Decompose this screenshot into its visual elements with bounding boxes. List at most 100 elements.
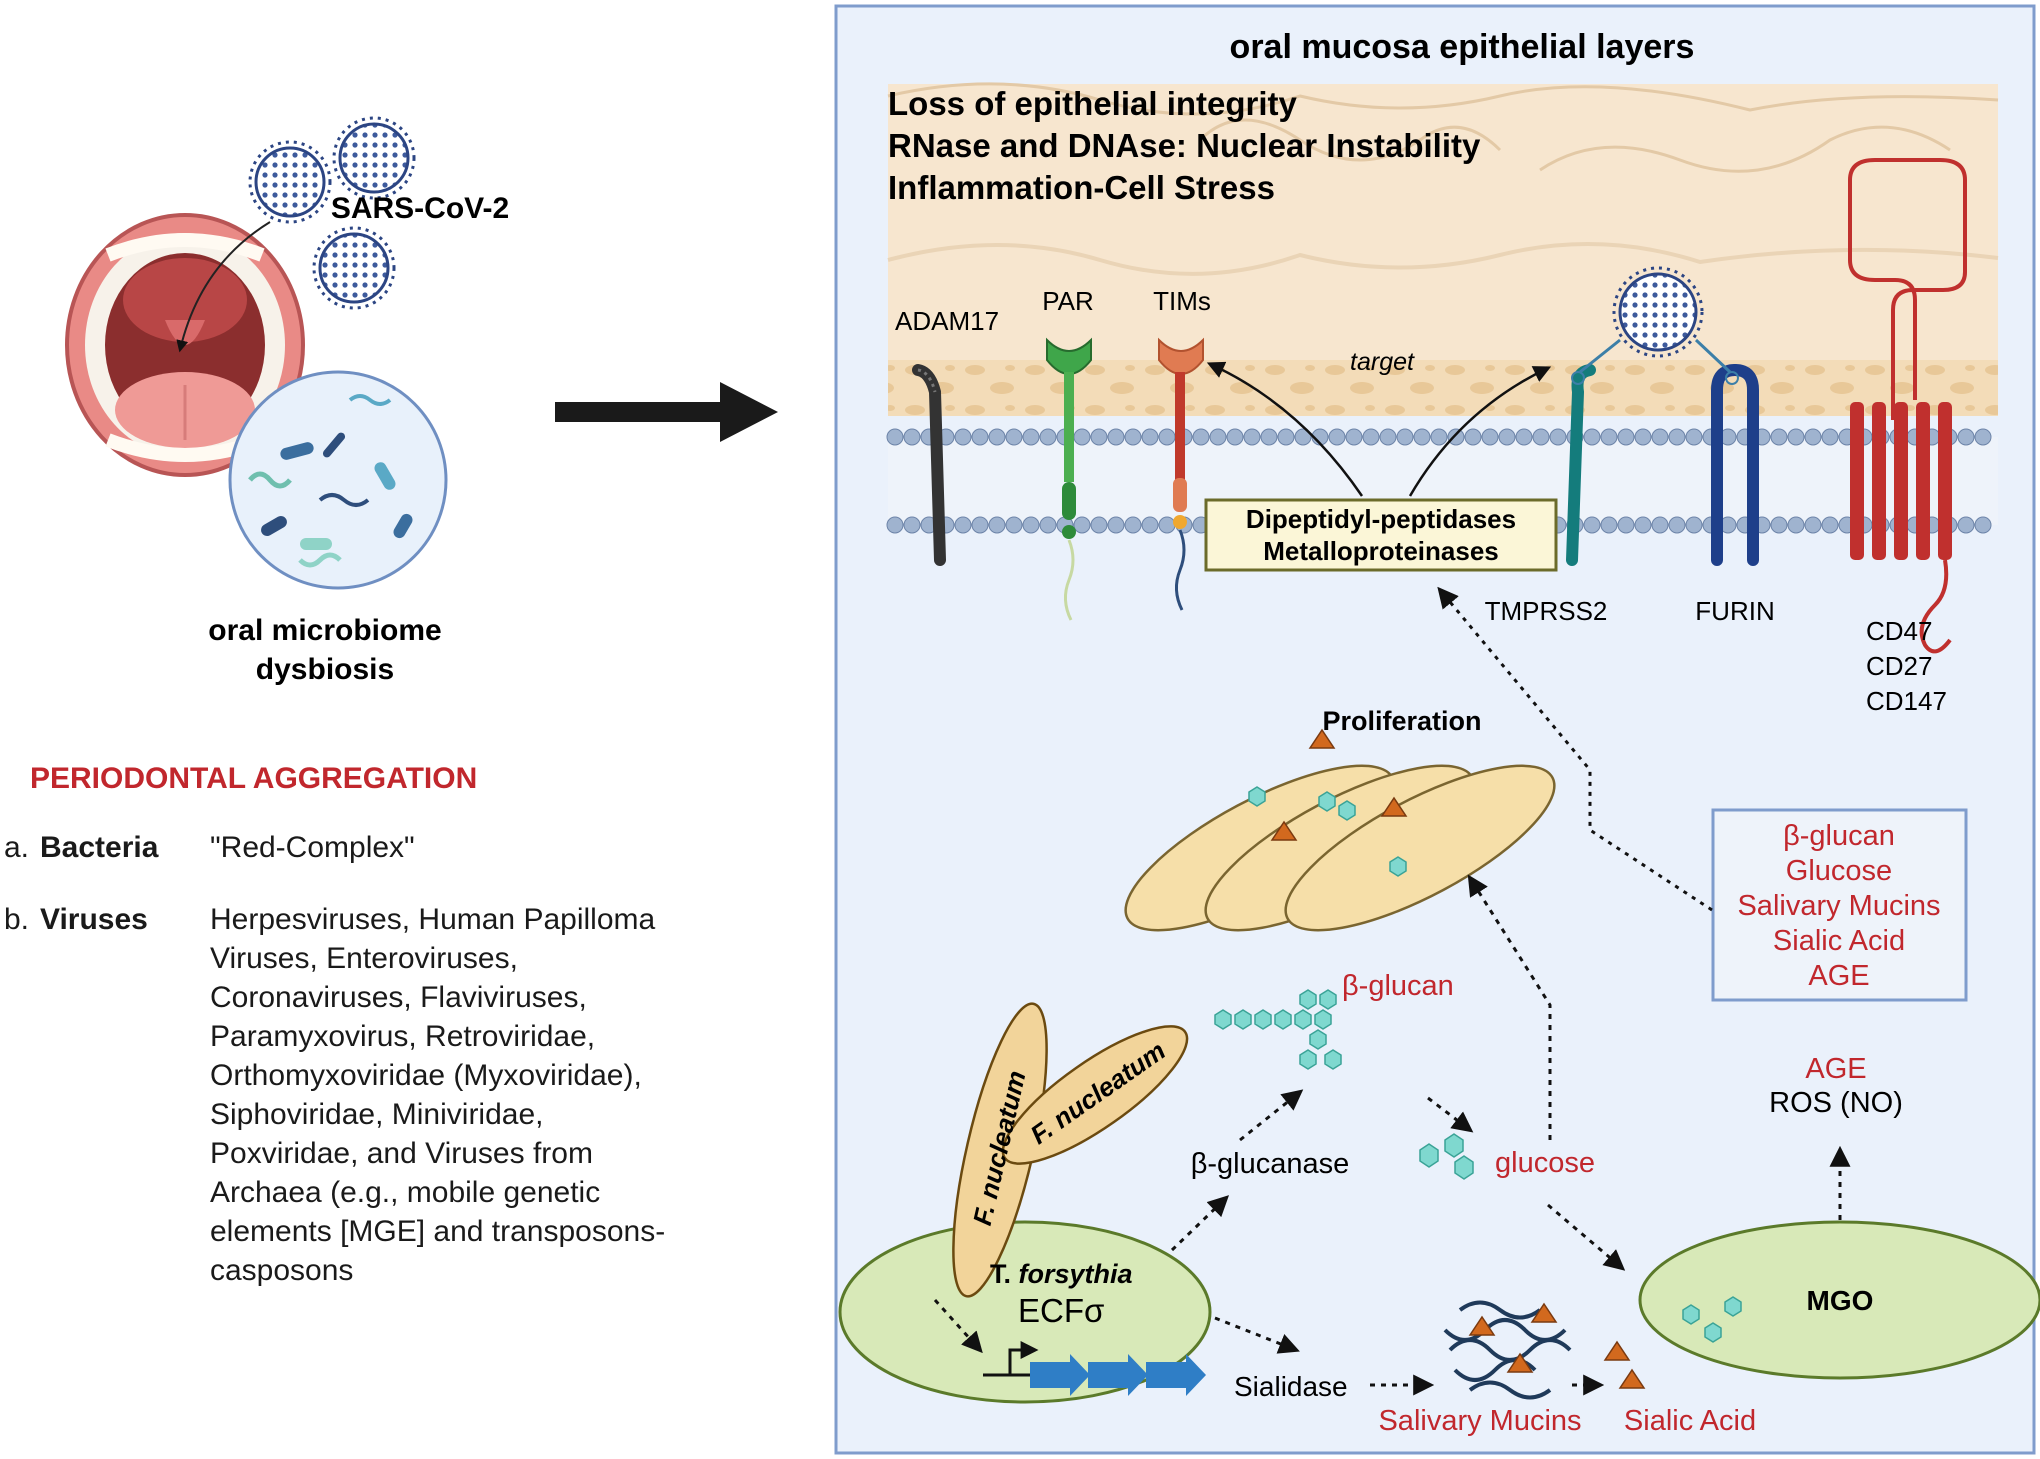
receptor-tmprss2 [1566,364,1596,566]
lipid-head [1668,428,1686,446]
tforsythia-cell [838,1220,1212,1404]
lipid-head [1022,428,1040,446]
label-sialidase: Sialidase [1234,1371,1348,1402]
lipid-head [1090,516,1108,534]
receptor-cd47-cd27-cd147 [1848,158,1967,654]
label-adam17: ADAM17 [895,306,999,336]
proliferating-cells [1124,728,1556,932]
lipid-head [1617,428,1635,446]
lipid-head [988,516,1006,534]
label-age: AGE [1805,1053,1866,1085]
desc-line: casposons [210,1254,354,1287]
lipid-head [1770,516,1788,534]
lipid-head [1039,516,1057,534]
mouth-illustration [65,213,305,477]
label-cd47: CD47 [1866,616,1932,646]
label-tmprss2: TMPRSS2 [1485,596,1608,626]
lipid-head [971,428,989,446]
item-name: Viruses [40,903,148,936]
lipid-head [1294,428,1312,446]
lipid-head [1022,516,1040,534]
glucose-molecules [1419,1133,1474,1180]
lipid-head [1124,516,1142,534]
lipid-head [1413,428,1431,446]
lipid-head [1583,428,1601,446]
lipid-head [1107,428,1125,446]
lipid-head [1634,516,1652,534]
label-beta-glucan: β-glucan [1342,970,1454,1002]
substrate-line-1: β-glucan [1783,820,1895,852]
lipid-head [1787,428,1805,446]
lipid-head [1804,428,1822,446]
beta-glucan-chain [1214,989,1342,1070]
lipid-head [1073,428,1091,446]
lipid-head [1787,516,1805,534]
lipid-head [1107,516,1125,534]
mgo-cell [1638,1220,2040,1380]
label-tforsythia: T. forsythia [990,1259,1133,1289]
virus-entry-arrow [176,221,271,353]
enzyme-line-1: Dipeptidyl-peptidases [1246,504,1516,534]
desc-line: Archaea (e.g., mobile genetic [210,1176,601,1209]
target-arrow-right [1408,366,1552,497]
lipid-head [1821,516,1839,534]
substrate-line-5: AGE [1808,960,1869,992]
label-ros: ROS (NO) [1769,1087,1903,1119]
label-cd147: CD147 [1866,686,1947,716]
receptor-adam17 [912,364,946,566]
microbiome-label-line1: oral microbiome [208,614,441,647]
lipid-head [1192,428,1210,446]
virus-particle-2 [332,116,416,200]
desc-line: Coronaviruses, Flaviviruses, [210,981,587,1014]
item-letter: a. [4,831,30,864]
fnucleatum-rod-2 [1001,1025,1189,1165]
tissue-cell-outlines [887,82,1999,173]
label-furin: FURIN [1695,596,1774,626]
virus-particles [248,116,416,310]
label-ecf: ECFσ [1018,1292,1104,1329]
lipid-head [1362,428,1380,446]
microbiome-circle [228,370,448,590]
lipid-head [1549,428,1567,446]
label-mgo: MGO [1807,1285,1874,1316]
label-tforsythia-genus: T. [990,1259,1019,1289]
substrate-line-2: Glucose [1786,855,1892,887]
lipid-head [886,428,904,446]
receptor-par [1046,337,1092,621]
lipid-head [1804,516,1822,534]
virus-particle-1 [248,140,332,224]
lipid-head [1600,516,1618,534]
effect-line-2: RNase and DNAse: Nuclear Instability [888,127,1481,164]
item-name: Bacteria [40,831,159,864]
lipid-head [1634,428,1652,446]
desc-line: Viruses, Enteroviruses, [210,942,518,975]
tissue-wave [887,242,1999,276]
lipid-head [1583,516,1601,534]
desc-line: Siphoviridae, Miniviridae, [210,1098,544,1131]
label-tforsythia-species: forsythia [1019,1259,1133,1289]
lipid-head [1532,428,1550,446]
desc-line: Poxviridae, and Viruses from [210,1137,593,1170]
big-right-arrow [555,382,778,442]
substrate-to-enzyme-arrow [1437,586,1713,912]
receptor-furin [1711,364,1759,566]
lipid-head [1447,428,1465,446]
lipid-head [1124,428,1142,446]
lipid-head [1430,428,1448,446]
virus-particle-3 [312,226,396,310]
lipid-head [1685,428,1703,446]
label-cd27: CD27 [1866,651,1932,681]
lipid-head [1600,428,1618,446]
substrate-box [1711,808,1968,1002]
lipid-head [1158,516,1176,534]
label-beta-glucanase: β-glucanase [1191,1148,1350,1180]
lipid-head [1243,428,1261,446]
label-sialic-acid: Sialic Acid [1624,1405,1756,1437]
lipid-head [1464,428,1482,446]
enzyme-line-2: Metalloproteinases [1263,536,1499,566]
lipid-head [988,428,1006,446]
lipid-head [1158,428,1176,446]
lipid-head [1685,516,1703,534]
lipid-head [1974,428,1992,446]
lipid-head [1073,516,1091,534]
